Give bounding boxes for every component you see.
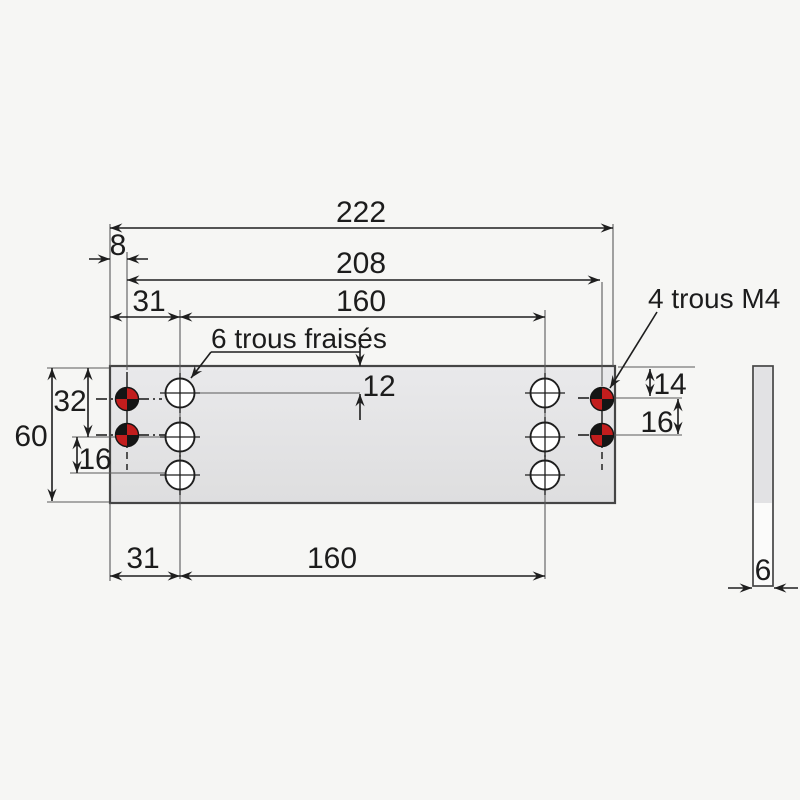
dim-12: 12 — [362, 370, 395, 403]
dim-31-bottom: 31 — [126, 542, 159, 575]
m4-hole — [114, 422, 140, 448]
dim-16-right: 16 — [640, 406, 673, 439]
m4-hole — [589, 422, 615, 448]
dim-6-thickness: 6 — [755, 554, 772, 587]
countersunk-hole — [525, 417, 565, 457]
countersunk-leader-arrow — [190, 351, 212, 379]
countersunk-hole — [160, 417, 200, 457]
m4-leader-arrow — [609, 311, 658, 389]
side-view — [752, 365, 774, 587]
countersunk-holes — [160, 373, 565, 495]
countersunk-hole — [525, 455, 565, 495]
countersunk-hole — [525, 373, 565, 413]
m4-hole — [114, 386, 140, 412]
dim-8: 8 — [110, 229, 127, 262]
dim-32: 32 — [53, 385, 86, 418]
dim-208: 208 — [336, 247, 386, 280]
m4-hole — [589, 386, 615, 412]
m4-holes-label: 4 trous M4 — [648, 283, 780, 314]
dim-14: 14 — [653, 368, 686, 401]
countersunk-hole — [160, 373, 200, 413]
countersunk-holes-label: 6 trous fraisés — [211, 323, 387, 354]
dim-160-top: 160 — [336, 285, 386, 318]
dim-222: 222 — [336, 196, 386, 229]
leader-lines — [190, 311, 658, 389]
annotation-labels: 6 trous fraisés 4 trous M4 — [211, 283, 780, 354]
side-view-plate-section — [754, 367, 772, 503]
dimension-lines — [47, 223, 798, 593]
dim-160-bottom: 160 — [307, 542, 357, 575]
dim-60: 60 — [14, 420, 47, 453]
dim-31-top: 31 — [132, 285, 165, 318]
dimension-texts: 222 208 160 31 8 60 32 16 12 14 16 31 16… — [14, 196, 771, 587]
countersunk-hole — [160, 455, 200, 495]
dim-16-left: 16 — [78, 443, 111, 476]
